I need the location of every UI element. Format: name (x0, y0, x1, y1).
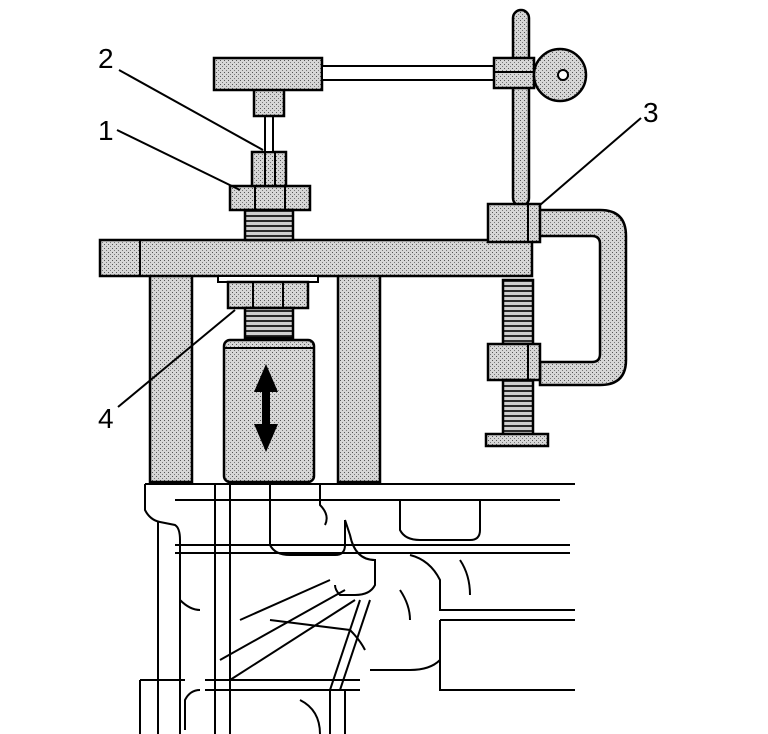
indicator-body (212, 56, 324, 92)
c-clamp-lower-jaw (486, 342, 542, 382)
callout-2: 2 (98, 43, 114, 74)
c-clamp-screw-lower (501, 378, 535, 438)
c-clamp-upper-jaw (486, 202, 542, 244)
stand-post (511, 8, 531, 208)
fixture-leg-right (336, 268, 382, 484)
upper-thread (243, 208, 295, 242)
indicator-stem (252, 86, 286, 118)
fixture-leg-left (148, 268, 194, 484)
lower-nut (226, 280, 310, 310)
callout-1: 1 (98, 115, 114, 146)
callout-4: 4 (98, 403, 114, 434)
c-clamp-pad (484, 432, 550, 448)
c-clamp-frame (530, 208, 628, 387)
callout-3: 3 (643, 97, 659, 128)
c-clamp-screw-upper (501, 278, 535, 346)
indicator-plunger (264, 115, 274, 153)
adjuster-stem (250, 150, 288, 188)
indicator-arm (321, 65, 503, 81)
adjuster-nut (228, 184, 312, 212)
fixture-plate (98, 238, 534, 278)
callouts: 2 1 3 4 (98, 43, 659, 434)
engine-casting (139, 483, 575, 734)
movement-arrow-icon (254, 364, 278, 452)
lower-thread (243, 306, 295, 340)
